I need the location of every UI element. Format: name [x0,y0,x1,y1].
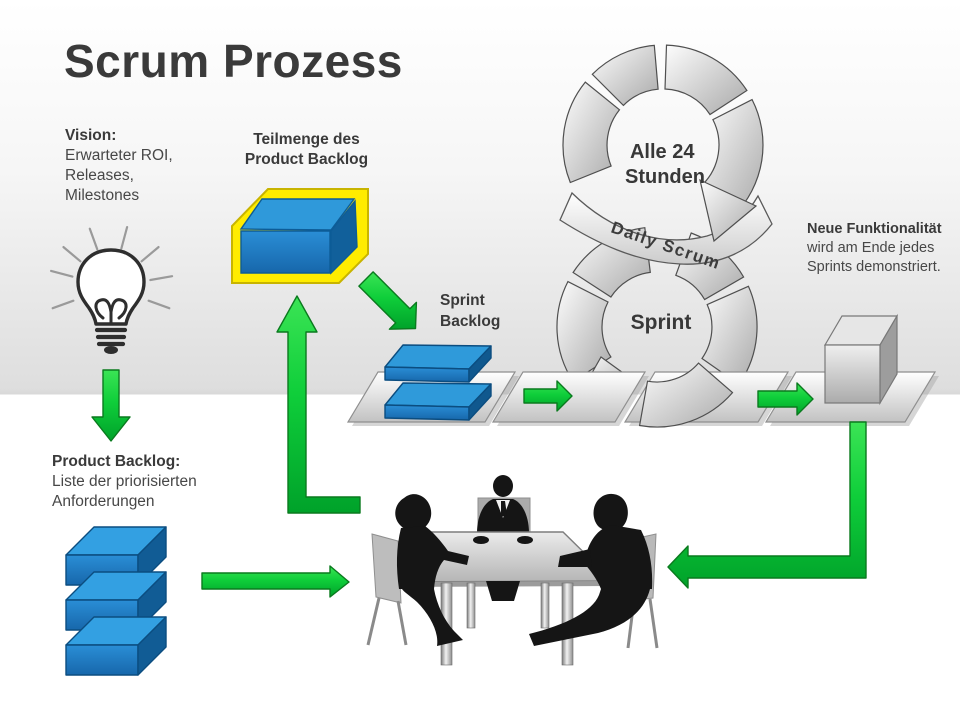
vision-line: Releases, [65,167,134,184]
increment-cube [823,313,899,406]
daily-cycle-arrowhead [699,178,758,243]
platform-arrow-2 [757,382,814,416]
product-backlog-title: Product Backlog: [52,453,181,470]
teilmenge-line: Product Backlog [244,151,369,168]
person-left [395,494,469,646]
lightbulb-icon [49,226,174,354]
new-functionality-title: Neue Funktionalität [807,221,942,237]
vision-line: Erwarteter ROI, [65,147,173,164]
vision-line: Milestones [65,187,140,204]
sprint-cycle-label: Sprint [631,311,692,334]
new-functionality-line: wird am Ende jedes [807,240,935,256]
platform-arrow-1 [523,380,573,412]
meeting-to-teilmenge-arrow [276,295,361,514]
new-functionality-line: Sprints demonstriert. [807,259,941,275]
vision-to-product-backlog-arrow [91,369,131,442]
vision-note: Vision: Erwarteter ROI, Releases, Milest… [65,126,235,206]
teilmenge-to-sprint-backlog-arrow [358,271,418,330]
sprint-backlog-line: Sprint [440,292,485,309]
person-right [529,493,653,646]
increment-to-meeting-arrow [667,421,867,589]
sprint-backlog-note: Sprint Backlog [440,290,500,332]
daily-cycle-label: Alle 24 Stunden [625,141,705,188]
product-backlog-line: Anforderungen [52,493,155,510]
chair-left [366,533,408,646]
scrum-cycle [556,44,773,395]
daily-scrum-ribbon [559,191,773,265]
product-backlog-line: Liste der priorisierten [52,473,197,490]
meeting-scene [366,475,659,666]
daily-cycle-ring [562,44,764,217]
teilmenge-note: Teilmenge des Product Backlog [234,130,379,170]
teilmenge-line: Teilmenge des [253,131,360,148]
sprint-backlog-line: Backlog [440,313,501,330]
slide-title: Scrum Prozess [64,35,403,87]
sprint-cycle-ring-bottom [638,362,734,428]
idea-rays [49,226,174,310]
product-backlog-to-meeting-arrow [201,565,350,598]
product-backlog-note: Product Backlog: Liste der priorisierten… [52,452,242,512]
teilmenge-box [231,188,369,284]
person-facilitator [477,475,529,533]
product-backlog-stack [65,526,167,676]
vision-title: Vision: [65,127,117,144]
new-functionality-note: Neue Funktionalität wird am Ende jedes S… [807,220,960,277]
sprint-backlog-stack [384,344,492,421]
